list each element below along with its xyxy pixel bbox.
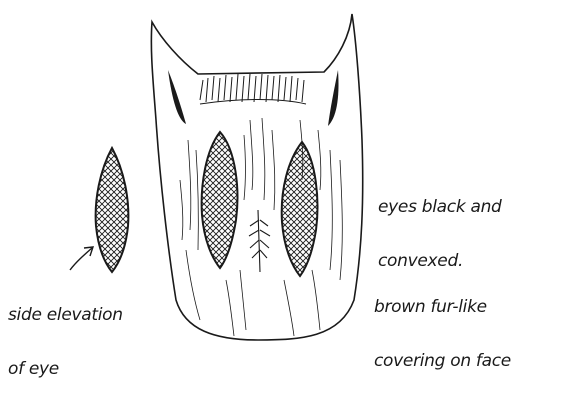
drawing-canvas: eyes black and convexed. side elevation … <box>0 0 562 350</box>
eyes-annotation-line1: eyes black and <box>378 198 502 216</box>
fur-tuft <box>200 74 306 104</box>
right-eye <box>282 142 318 276</box>
pointer-arrow <box>70 247 93 270</box>
left-ear-inner <box>168 70 186 124</box>
fur-annotation-line1: brown fur-like <box>374 298 511 316</box>
right-ear-inner <box>328 70 339 126</box>
left-eye <box>202 132 238 268</box>
side-elevation-eye <box>96 148 129 272</box>
side-annotation-line1: side elevation <box>8 306 123 324</box>
side-annotation-line2: of eye <box>8 360 123 378</box>
side-elevation-annotation: side elevation of eye <box>8 270 123 414</box>
nose-mark <box>249 210 270 272</box>
fur-annotation: brown fur-like covering on face <box>374 262 511 406</box>
fur-annotation-line2: covering on face <box>374 352 511 370</box>
